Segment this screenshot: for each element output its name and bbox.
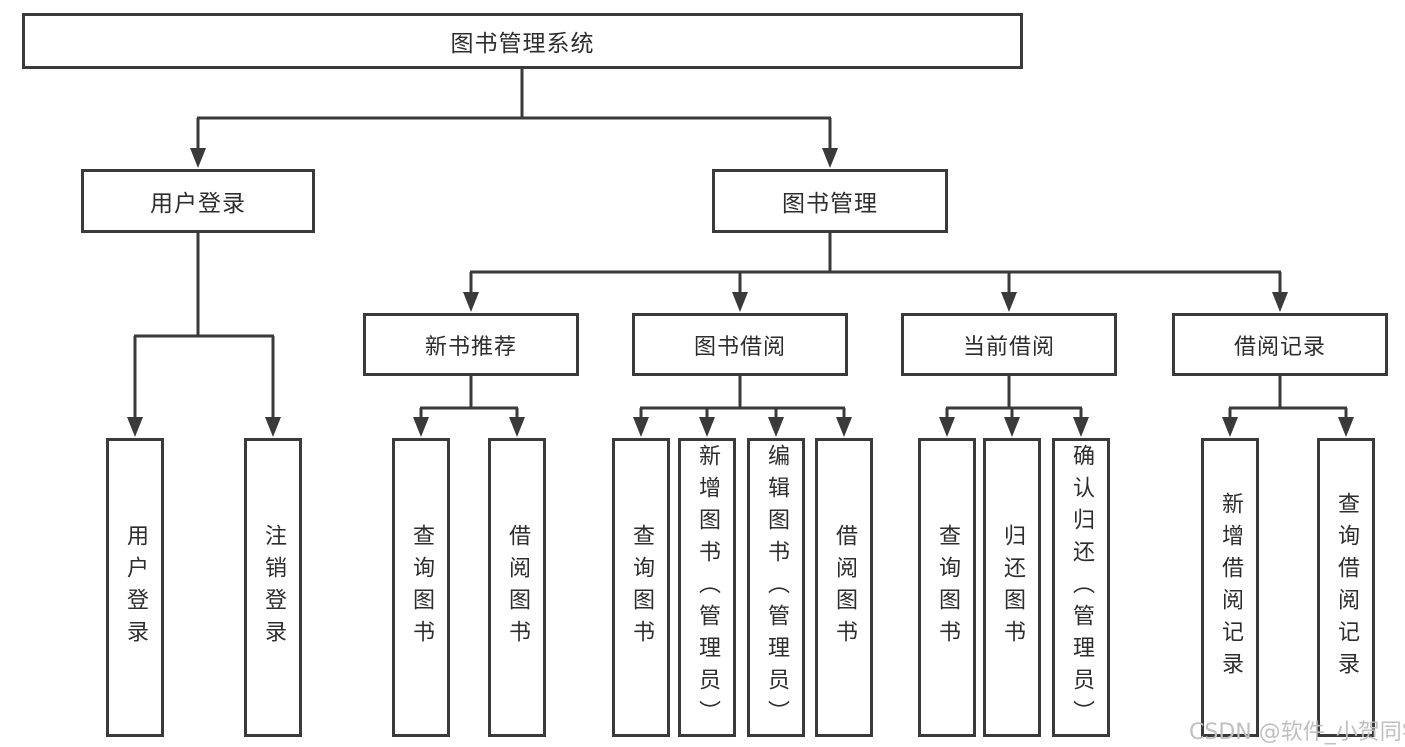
node-label: 图书管理系统 [450,31,595,57]
leaf-label: 用户登录 [123,523,148,652]
leaf-query-borrow-record: 查询借阅记录 [1317,438,1375,737]
leaf-confirm-return-admin: 确认归还（管理员） [1052,438,1110,737]
node-label: 当前借阅 [962,334,1055,360]
leaf-edit-books-admin: 编辑图书（管理员） [747,438,805,737]
node-book-management: 图书管理 [712,169,948,233]
leaf-label: 查询图书 [629,523,654,652]
leaf-label: 查询借阅记录 [1334,491,1359,684]
leaf-label: 借阅图书 [832,523,857,652]
leaf-label: 借阅图书 [505,523,530,652]
leaf-label: 查询图书 [935,523,960,652]
leaf-label: 归还图书 [1000,523,1025,652]
leaf-label: 确认归还（管理员） [1069,443,1094,732]
leaf-query-books-current: 查询图书 [918,438,976,737]
leaf-return-books: 归还图书 [983,438,1041,737]
node-borrow-records: 借阅记录 [1172,313,1388,376]
leaf-label: 编辑图书（管理员） [764,443,789,732]
leaf-query-books-borrow: 查询图书 [612,438,670,737]
node-label: 图书管理 [782,191,878,217]
node-user-login: 用户登录 [81,169,315,233]
leaf-add-borrow-record: 新增借阅记录 [1201,438,1259,737]
csdn-watermark: CSDN @软件_小贺同学 [1189,720,1405,745]
node-root: 图书管理系统 [22,13,1023,69]
arrowheads [127,148,1354,437]
leaf-add-books-admin: 新增图书（管理员） [678,438,736,737]
node-label: 新书推荐 [424,334,517,360]
node-new-book-recommend: 新书推荐 [363,313,579,376]
node-book-borrow: 图书借阅 [632,313,848,376]
node-label: 用户登录 [150,191,246,217]
leaf-label: 新增借阅记录 [1218,491,1243,684]
leaf-logout: 注销登录 [244,438,302,737]
leaf-label: 注销登录 [261,523,286,652]
leaf-user-login: 用户登录 [106,438,164,737]
leaf-label: 查询图书 [409,523,434,652]
leaf-borrow-books: 借阅图书 [815,438,873,737]
leaf-query-books-recommend: 查询图书 [392,438,450,737]
node-current-borrow: 当前借阅 [901,313,1117,376]
leaf-borrow-books-recommend: 借阅图书 [488,438,546,737]
node-label: 借阅记录 [1233,334,1326,360]
node-label: 图书借阅 [693,334,786,360]
leaf-label: 新增图书（管理员） [695,443,720,732]
